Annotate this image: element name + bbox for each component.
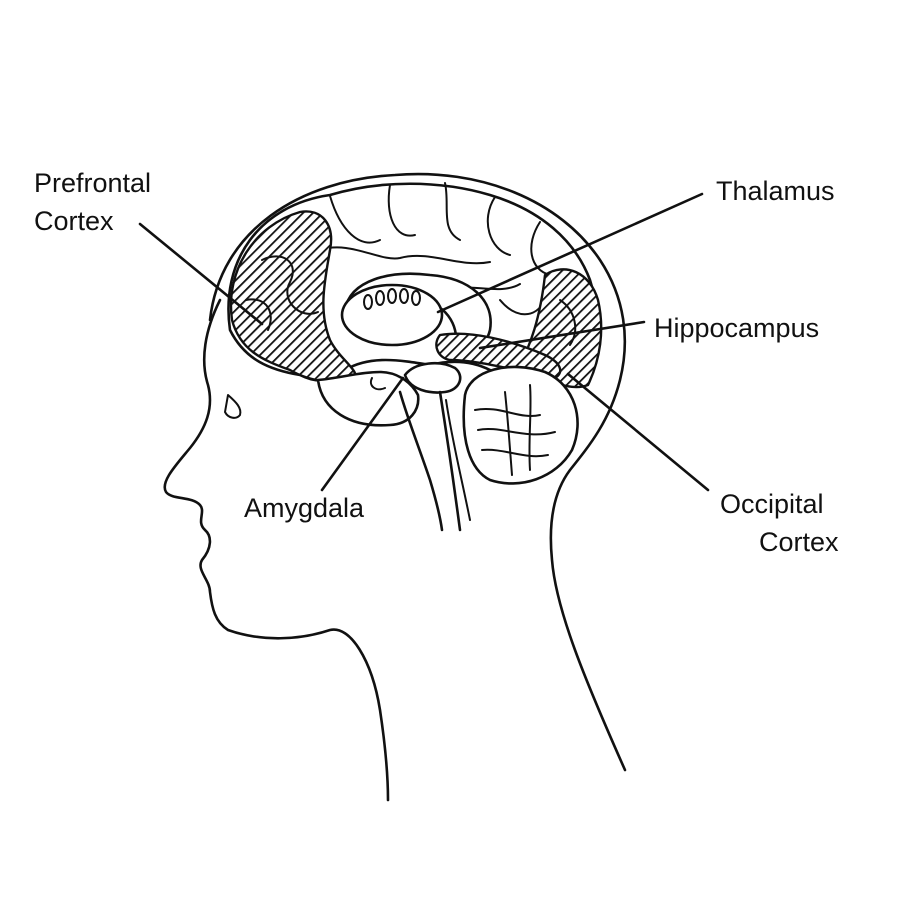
prefrontal-leader-line bbox=[138, 222, 264, 326]
temporal-lobe bbox=[316, 370, 420, 427]
amygdala-label: Amygdala bbox=[244, 493, 365, 523]
prefrontal-cortex-region bbox=[229, 210, 357, 384]
cerebellum bbox=[462, 365, 579, 485]
brain-stem bbox=[398, 390, 444, 532]
thalamus-label: Thalamus bbox=[716, 176, 835, 206]
prefrontal-label-line-1: Prefrontal bbox=[34, 168, 151, 198]
prefrontal-label-line-2: Cortex bbox=[34, 206, 114, 236]
hippocampus-label: Hippocampus bbox=[654, 313, 819, 343]
head-outline bbox=[163, 172, 627, 802]
hippocampus-leader-line bbox=[478, 320, 646, 350]
occipital-label-line-1: Occipital bbox=[720, 489, 824, 519]
thalamus-leader-line bbox=[436, 192, 704, 314]
occipital-leader-line bbox=[566, 372, 710, 492]
occipital-label-line-2: Cortex bbox=[759, 527, 839, 557]
thalamus-structure bbox=[340, 283, 444, 347]
amygdala-structure bbox=[403, 361, 462, 394]
amygdala-leader-line bbox=[320, 376, 405, 492]
